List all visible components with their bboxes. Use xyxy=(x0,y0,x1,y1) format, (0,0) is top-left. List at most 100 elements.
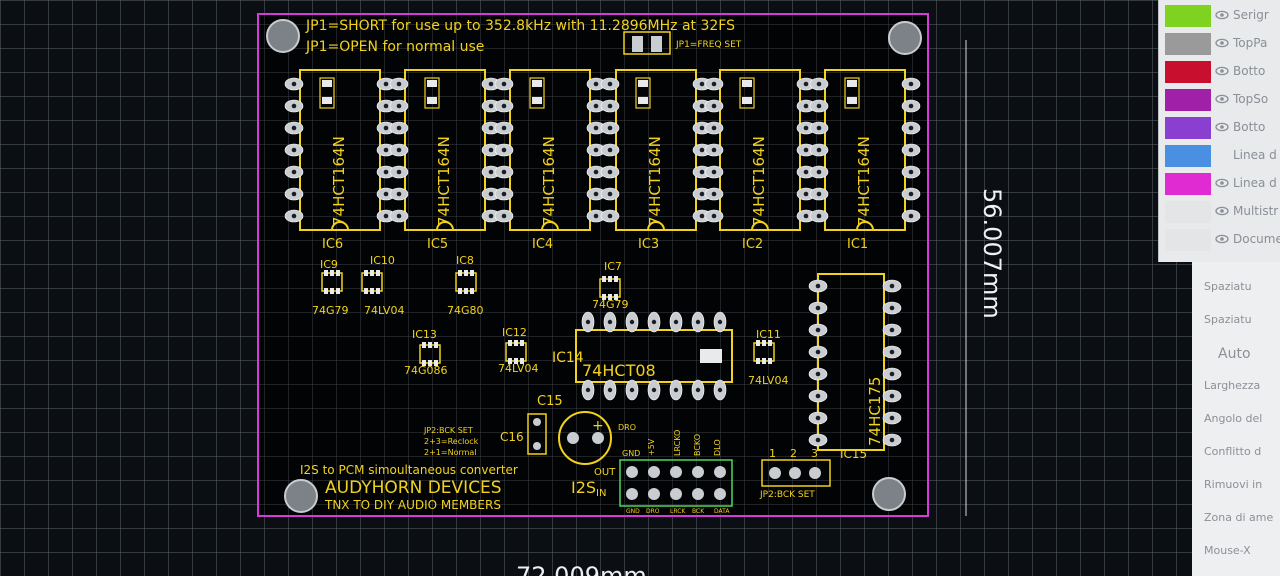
eye-icon[interactable] xyxy=(1215,8,1229,22)
ic14-chip[interactable] xyxy=(575,311,733,401)
shift-register-ic2[interactable] xyxy=(704,69,816,231)
header-top-label: +5V xyxy=(647,438,656,456)
layer-row[interactable]: Botto xyxy=(1159,114,1280,142)
eye-icon[interactable] xyxy=(1215,92,1229,106)
layer-row[interactable]: Multistr xyxy=(1159,198,1280,226)
header-bottom-label: DRO xyxy=(646,508,660,515)
ic15-ref: IC15 xyxy=(840,447,867,461)
mounting-hole-bl[interactable] xyxy=(284,479,318,513)
mounting-hole-br[interactable] xyxy=(872,477,906,511)
layer-label: Linea d xyxy=(1233,176,1277,190)
small-ic-ic11[interactable] xyxy=(753,340,775,364)
layer-color-swatch[interactable] xyxy=(1165,173,1211,195)
layer-color-swatch[interactable] xyxy=(1165,229,1211,251)
dim-horizontal: 72.009mm xyxy=(516,562,647,576)
header-top-label: DRO xyxy=(618,423,636,432)
layer-row[interactable]: Linea d xyxy=(1159,142,1280,170)
property-label: Spaziatu xyxy=(1204,280,1252,293)
eye-icon[interactable] xyxy=(1215,204,1229,218)
property-label: Conflitto d xyxy=(1204,445,1262,458)
small-ic-ic8[interactable] xyxy=(455,270,477,294)
shift-register-ref-label: IC6 xyxy=(322,237,343,252)
eye-icon[interactable] xyxy=(1215,36,1229,50)
small-ic-part: 74LV04 xyxy=(364,304,404,317)
jp2-note-2: 2+3=Reclock xyxy=(424,437,479,446)
jp2-jumper[interactable] xyxy=(761,459,831,487)
mounting-hole-tr[interactable] xyxy=(888,21,922,55)
small-ic-part: 74LV04 xyxy=(498,362,538,375)
c16-capacitor[interactable] xyxy=(527,413,547,455)
header-bottom-label: GND xyxy=(626,508,640,515)
eye-icon[interactable] xyxy=(1215,120,1229,134)
small-ic-ic12[interactable] xyxy=(505,340,527,364)
dim-vertical: 56.007mm xyxy=(978,188,1006,319)
small-ic-ic7[interactable] xyxy=(599,276,621,300)
board-outline[interactable] xyxy=(257,13,929,517)
shift-register-ic3[interactable] xyxy=(600,69,712,231)
i2s-label: I2S xyxy=(571,478,596,497)
eye-icon[interactable] xyxy=(1215,64,1229,78)
property-label: Rimuovi in xyxy=(1204,478,1263,491)
small-ic-part: 74G086 xyxy=(404,364,448,377)
shift-register-part-label: 74HCT164N xyxy=(855,136,873,226)
layer-color-swatch[interactable] xyxy=(1165,201,1211,223)
svg-text:+: + xyxy=(592,418,604,434)
board-grid xyxy=(258,14,928,516)
layer-label: Docume xyxy=(1233,232,1280,246)
layer-row[interactable]: TopSo xyxy=(1159,86,1280,114)
jp1-label: JP1=FREQ SET xyxy=(675,40,742,50)
i2s-header[interactable] xyxy=(619,459,733,507)
shift-register-ref-label: IC5 xyxy=(427,237,448,252)
c16-label: C16 xyxy=(500,430,524,444)
shift-register-ic1[interactable] xyxy=(809,69,921,231)
jp1-note-line1: JP1=SHORT for use up to 352.8kHz with 11… xyxy=(305,18,735,34)
layer-row[interactable]: Botto xyxy=(1159,58,1280,86)
small-ic-ic9[interactable] xyxy=(321,270,343,294)
shift-register-ic4[interactable] xyxy=(494,69,606,231)
shift-register-part-label: 74HCT164N xyxy=(750,136,768,226)
shift-register-part-label: 74HCT164N xyxy=(540,136,558,226)
layer-label: TopSo xyxy=(1233,92,1269,106)
eye-icon[interactable] xyxy=(1215,232,1229,246)
shift-register-ic5[interactable] xyxy=(389,69,501,231)
mounting-hole-tl[interactable] xyxy=(266,19,300,53)
shift-register-ref-label: IC3 xyxy=(638,237,659,252)
small-ic-ic10[interactable] xyxy=(361,270,383,294)
title-line3: TNX TO DIY AUDIO MEMBERS xyxy=(324,498,501,512)
shift-register-ic6[interactable] xyxy=(284,69,396,231)
jp1-jumper[interactable] xyxy=(623,31,671,55)
layer-label: Multistr xyxy=(1233,204,1279,218)
shift-register-ref-label: IC1 xyxy=(847,237,868,252)
small-ic-ref: IC13 xyxy=(412,328,437,341)
layer-row[interactable]: Serigr xyxy=(1159,2,1280,30)
layer-row[interactable]: Docume xyxy=(1159,226,1280,254)
header-top-label: DLO xyxy=(713,439,722,456)
property-label: Mouse-X xyxy=(1204,544,1251,557)
small-ic-ic13[interactable] xyxy=(419,342,441,366)
layer-color-swatch[interactable] xyxy=(1165,145,1211,167)
layer-color-swatch[interactable] xyxy=(1165,5,1211,27)
layer-row[interactable]: TopPa xyxy=(1159,30,1280,58)
layer-row[interactable]: Linea d xyxy=(1159,170,1280,198)
layer-color-swatch[interactable] xyxy=(1165,117,1211,139)
small-ic-ref: IC9 xyxy=(320,258,338,271)
layer-color-swatch[interactable] xyxy=(1165,33,1211,55)
ic14-part: 74HCT08 xyxy=(582,361,656,380)
c15-capacitor[interactable]: + xyxy=(558,411,612,465)
shift-register-part-label: 74HCT164N xyxy=(330,136,348,226)
title-line1: I2S to PCM simoultaneous converter xyxy=(300,463,518,477)
shift-register-part-label: 74HCT164N xyxy=(435,136,453,226)
ic15-part: 74HC175 xyxy=(866,377,884,446)
shift-register-ref-label: IC4 xyxy=(532,237,553,252)
ic14-ref: IC14 xyxy=(552,350,584,366)
shift-register-part-label: 74HCT164N xyxy=(646,136,664,226)
ic15-chip[interactable] xyxy=(808,273,902,451)
title-line2: AUDYHORN DEVICES xyxy=(325,478,502,498)
eye-icon[interactable] xyxy=(1215,176,1229,190)
layer-color-swatch[interactable] xyxy=(1165,61,1211,83)
jp2-note-1: JP2:BCK SET xyxy=(423,426,473,435)
layer-color-swatch[interactable] xyxy=(1165,89,1211,111)
layer-label: TopPa xyxy=(1233,36,1268,50)
